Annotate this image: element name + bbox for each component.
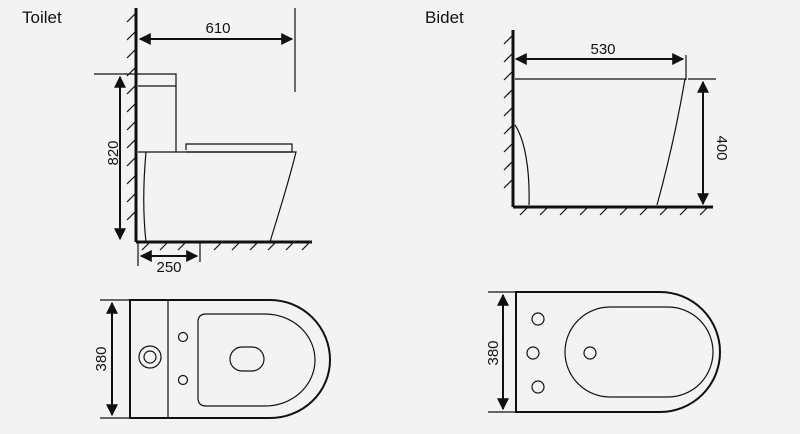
toilet-top-outline [129,299,332,419]
bidet-front-curve [514,124,530,206]
bidet-tap-hole-bottom [531,380,545,394]
toilet-width-label: 380 [93,346,110,371]
bidet-basin-outline [564,306,714,398]
toilet-bowl [138,151,297,243]
toilet-fixing-hole-bottom [177,374,189,386]
toilet-wall-hatching [126,12,137,221]
toilet-top-view: 380 [93,299,332,419]
bidet-side-view: 530 400 [503,30,730,216]
bidet-title: Bidet [425,8,464,27]
toilet-seat-outline [197,313,316,407]
toilet-side-view: 610 820 250 [94,8,312,276]
bidet-height-label: 400 [713,135,730,160]
toilet-bowl-opening [229,346,265,372]
toilet-tank [138,73,177,152]
bidet-top-outline [515,291,722,413]
toilet-height-label: 820 [105,140,122,165]
toilet-depth-label: 610 [205,20,230,37]
toilet-flush-button-outer [138,345,162,369]
bidet-top-view: 380 [485,291,722,413]
bidet-wall-hatching [503,34,514,189]
bidet-width-label: 380 [485,340,502,365]
bidet-tap-hole-top [531,312,545,326]
toilet-outlet-label: 250 [156,259,181,276]
bidet-floor-hatching [519,206,709,216]
toilet-flush-button-inner [143,350,157,364]
bidet-tap-hole-middle [526,346,540,360]
toilet-seat-lid [185,143,293,153]
toilet-title: Toilet [22,8,62,27]
toilet-fixing-hole-top [177,331,189,343]
bidet-body [515,78,686,206]
bidet-drain-hole [583,346,597,360]
bidet-depth-label: 530 [590,41,615,58]
toilet-floor-hatching [141,241,311,251]
